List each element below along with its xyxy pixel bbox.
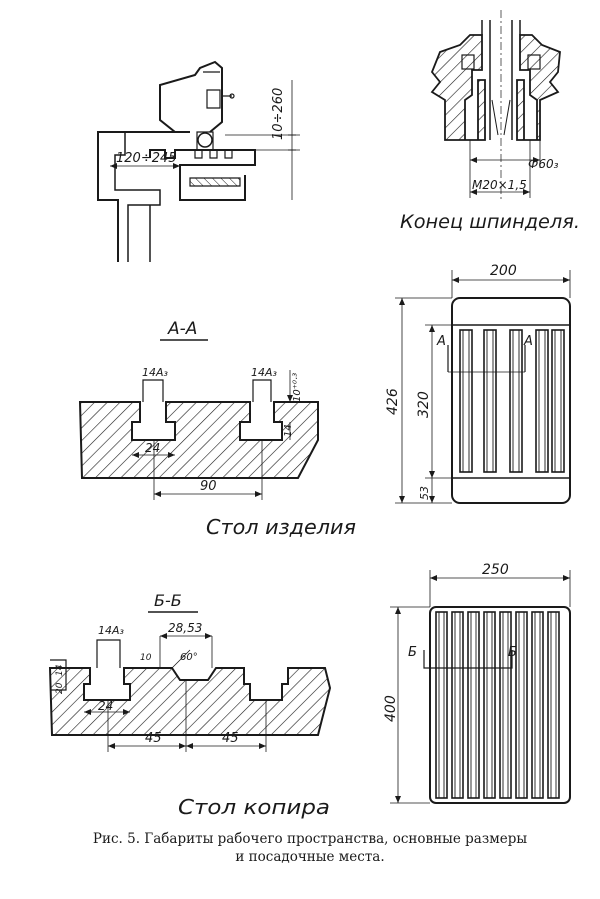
product-plan-length: 426 — [385, 388, 401, 415]
product-plan-slot — [459, 329, 473, 473]
product-plan-width: 200 — [490, 263, 517, 279]
copy-slot-bottom: 24 — [98, 699, 113, 713]
product-table-plan — [395, 270, 571, 504]
spindle-section — [430, 10, 561, 200]
copy-section-mark-left: Б — [408, 645, 417, 660]
copy-pitch-2: 45 — [222, 731, 239, 746]
copy-side-w: 20 — [55, 682, 65, 694]
copy-plan-slot — [435, 611, 448, 799]
product-plan-slot — [483, 329, 497, 473]
machine-dim-horizontal: 120÷245 — [116, 151, 177, 166]
product-slot-small: 14 — [283, 424, 294, 437]
figure-caption: Рис. 5. Габариты рабочего пространства, … — [40, 830, 580, 866]
product-table-section — [78, 370, 319, 500]
copy-table-plan — [390, 570, 571, 804]
product-slot-pitch: 90 — [200, 479, 217, 494]
copy-plan-slot — [515, 611, 528, 799]
product-section-mark-right: A — [523, 334, 533, 349]
copy-side-h: 14 — [55, 664, 65, 676]
copy-plan-slot — [467, 611, 480, 799]
copy-plan-slot — [499, 611, 512, 799]
copy-slot-width: 14A₃ — [98, 624, 125, 637]
caption-line-1: Рис. 5. Габариты рабочего пространства, … — [92, 831, 528, 847]
product-slot-depth: 10⁺⁰·³ — [292, 373, 303, 402]
copy-plan-slot-inner — [534, 611, 541, 799]
copy-plan-slot-inner — [486, 611, 493, 799]
copy-plan-slot-inner — [518, 611, 525, 799]
copy-table-label: Стол копира — [178, 795, 330, 819]
copy-plan-width: 250 — [482, 562, 509, 578]
product-plan-slot-inner — [554, 329, 562, 473]
copy-plan-slot-inner — [550, 611, 557, 799]
product-plan-inner: 320 — [416, 391, 432, 418]
spindle-dim-d: Ф60₃ — [528, 157, 559, 171]
caption-line-2: и посадочные места. — [235, 849, 385, 865]
copy-angle: 60° — [180, 652, 198, 663]
product-slot-bottom: 24 — [145, 441, 160, 455]
copy-plan-slot — [451, 611, 464, 799]
spindle-dim-m: M20×1,5 — [472, 178, 527, 192]
copy-plan-slot-inner — [470, 611, 477, 799]
copy-plan-slot — [483, 611, 496, 799]
product-slot-width-2: 14A₃ — [251, 366, 278, 379]
copy-plan-slot — [531, 611, 544, 799]
product-plan-slot — [551, 329, 565, 473]
product-plan-slot — [535, 329, 549, 473]
product-table-label: Стол изделия — [206, 515, 356, 539]
product-section-label: A-A — [167, 319, 197, 339]
product-plan-slot-inner — [462, 329, 470, 473]
product-slot-width-1: 14A₃ — [142, 366, 169, 379]
product-plan-slot-inner — [512, 329, 520, 473]
copy-plan-slot-inner — [454, 611, 461, 799]
product-section-mark-left: A — [436, 334, 446, 349]
product-plan-slot-inner — [486, 329, 494, 473]
copy-rail-width: 28,53 — [168, 621, 202, 635]
copy-section-label: Б-Б — [154, 591, 182, 610]
copy-plan-slot-inner — [438, 611, 445, 799]
copy-table-section — [48, 633, 332, 752]
machine-sketch — [97, 60, 300, 262]
copy-plan-slot — [547, 611, 560, 799]
product-plan-slot — [509, 329, 523, 473]
product-plan-slot-inner — [538, 329, 546, 473]
copy-plan-slot-inner — [502, 611, 509, 799]
copy-plan-length: 400 — [383, 695, 399, 722]
product-plan-end: 53 — [418, 486, 431, 500]
spindle-title: Конец шпинделя. — [400, 211, 580, 233]
machine-dim-vertical: 10÷260 — [271, 88, 286, 140]
copy-small-10: 10 — [140, 653, 152, 663]
copy-section-mark-right: Б — [508, 645, 517, 660]
copy-pitch-1: 45 — [145, 731, 162, 746]
